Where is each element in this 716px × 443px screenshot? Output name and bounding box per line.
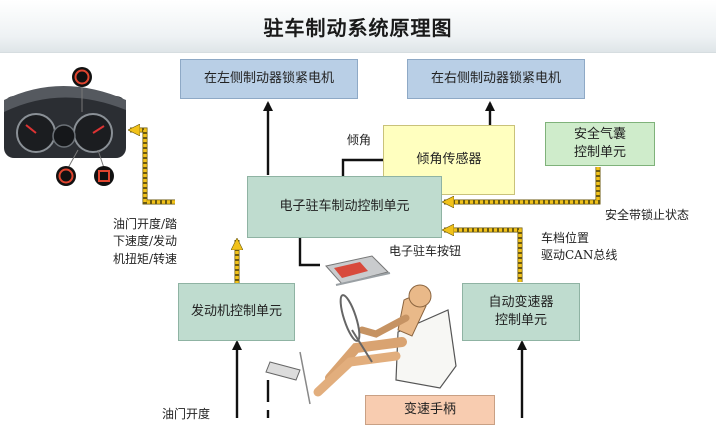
tcu-box: 自动变速器 控制单元 [462, 283, 580, 341]
engine-ecu-box: 发动机控制单元 [178, 283, 295, 341]
seatbelt-status-label: 安全带锁止状态 [605, 208, 690, 222]
title-band [0, 0, 716, 53]
epb-button-image [325, 255, 391, 286]
engine-signals-label: 油门开度/踏 下速度/发动 机扭矩/转速 [113, 217, 178, 266]
gear-can-label: 车档位置 驱动CAN总线 [541, 231, 618, 263]
tilt-angle-label: 倾角 [347, 133, 372, 147]
epb-button-label: 电子驻车按钮 [389, 244, 462, 258]
right-brake-motor-box: 在右侧制动器锁紧电机 [407, 59, 585, 99]
instrument-cluster-image [4, 67, 126, 186]
diagram-title: 驻车制动系统原理图 [263, 16, 453, 40]
driver-illustration [265, 284, 457, 405]
epb-control-unit-box: 电子驻车制动控制单元 [247, 176, 442, 238]
throttle-label: 油门开度 [162, 407, 211, 421]
left-brake-motor-box: 在左侧制动器锁紧电机 [180, 59, 358, 99]
signal-arrows [130, 130, 601, 284]
airbag-ecu-box: 安全气囊 控制单元 [545, 122, 655, 166]
gear-lever-box: 变速手柄 [365, 395, 495, 425]
